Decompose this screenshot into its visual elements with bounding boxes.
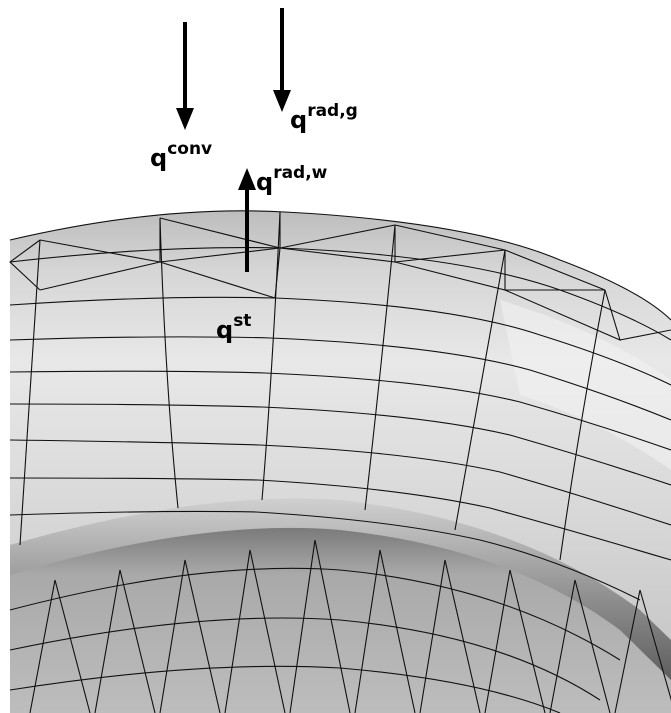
mesh-inner-tri-16 xyxy=(549,579,576,713)
mesh-silhouette xyxy=(9,210,671,321)
mesh-inner-tri-9 xyxy=(314,539,351,713)
mesh-col-4 xyxy=(454,249,506,531)
mesh-inner-tri-14 xyxy=(484,569,511,713)
mesh-tri-9 xyxy=(619,329,671,341)
mesh-col-2 xyxy=(261,211,281,501)
mesh-col-5 xyxy=(559,289,606,561)
mesh-inner-tri-3 xyxy=(119,569,156,713)
mesh-inner-row-2 xyxy=(9,665,561,713)
mesh-lines xyxy=(9,210,671,713)
mesh-row-1 xyxy=(9,296,671,386)
mesh-row-3 xyxy=(9,370,671,451)
mesh-inner-tri-1 xyxy=(54,579,91,713)
mesh-inner-tri-4 xyxy=(159,559,186,713)
label-q-st: qst xyxy=(216,311,251,344)
mesh-inner-tri-19 xyxy=(639,589,671,701)
mesh-row-5 xyxy=(9,439,671,526)
mesh-inner-row-1 xyxy=(9,617,601,701)
mesh-inner-tri-0 xyxy=(29,579,56,713)
surface-highlight xyxy=(500,300,671,470)
mesh-col-3 xyxy=(364,224,396,511)
mesh-inner-tri-6 xyxy=(224,549,251,713)
arrow-rad-w-head xyxy=(238,168,256,190)
mesh-row-6 xyxy=(9,477,671,561)
mesh-inner-tri-11 xyxy=(379,549,416,713)
mesh-inner-tri-7 xyxy=(249,549,286,713)
mesh-inner-tri-2 xyxy=(94,569,121,713)
arrow-rad-g-head xyxy=(273,90,291,112)
mesh-inner-tri-8 xyxy=(289,539,316,713)
mesh-inner-row-0 xyxy=(9,567,621,661)
mesh-row-7 xyxy=(9,510,641,601)
arrow-conv-head xyxy=(176,108,194,130)
mesh-tri-11 xyxy=(39,261,161,291)
mesh-row-4 xyxy=(9,403,671,486)
mesh-inner-tri-15 xyxy=(509,569,546,713)
mesh-col-0 xyxy=(19,239,41,546)
label-q-rad-g: qrad,g xyxy=(290,101,358,134)
label-q-conv: qconv xyxy=(150,139,212,172)
mesh-row-2 xyxy=(9,336,671,421)
mesh-inner-tri-13 xyxy=(444,559,481,713)
mesh-row-0 xyxy=(9,247,671,341)
flux-arrows xyxy=(176,8,291,272)
mesh-inner-tri-18 xyxy=(614,589,641,713)
mesh-inner-tri-5 xyxy=(184,559,221,713)
mesh-inner-tri-10 xyxy=(354,549,381,713)
mesh-inner-tri-12 xyxy=(419,559,446,713)
mesh-inner-tri-17 xyxy=(574,579,611,713)
mesh-col-1 xyxy=(159,217,179,509)
label-q-rad-w: qrad,w xyxy=(256,163,328,196)
mesh-tri-10 xyxy=(9,239,41,291)
mesh-tri-2 xyxy=(159,247,281,299)
